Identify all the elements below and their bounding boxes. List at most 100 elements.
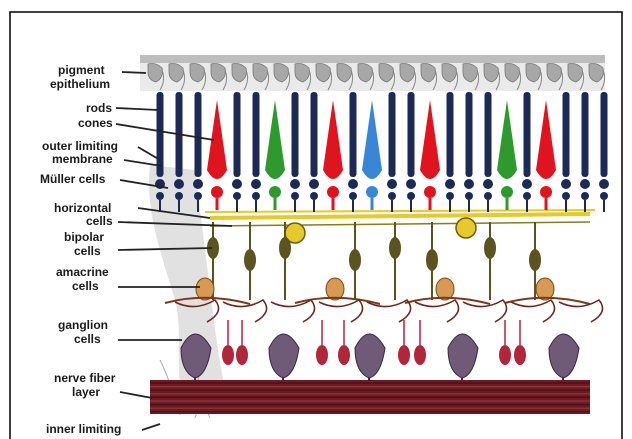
rod-nucleus xyxy=(580,179,590,189)
pigment-cell xyxy=(148,64,162,83)
rod-nucleus-lower xyxy=(252,192,260,200)
rod-outer-segment xyxy=(253,92,260,177)
small-ganglion-cell xyxy=(499,345,511,365)
rod-outer-segment xyxy=(447,92,454,177)
pigment-cell xyxy=(442,64,456,83)
pigment-cell xyxy=(295,64,309,83)
rod-nucleus-lower xyxy=(233,192,241,200)
pigment-cell xyxy=(358,64,372,83)
rod-nucleus xyxy=(464,179,474,189)
pigment-cell xyxy=(253,64,267,83)
rod-nucleus xyxy=(290,179,300,189)
bipolar-cell-body xyxy=(389,237,401,259)
rod-nucleus-lower xyxy=(484,192,492,200)
bipolar-cell-body xyxy=(349,249,361,271)
small-ganglion-cell xyxy=(316,345,328,365)
pigment-cell xyxy=(190,64,204,83)
rod-nucleus-lower xyxy=(349,192,357,200)
cone-nucleus xyxy=(366,186,378,198)
rod-outer-segment xyxy=(311,92,318,177)
pigment-cell xyxy=(169,64,183,83)
horizontal-cell-body xyxy=(456,218,476,238)
rod-nucleus xyxy=(309,179,319,189)
rod-outer-segment xyxy=(157,92,164,177)
leader-pigment-epithelium xyxy=(122,72,146,73)
rod-outer-segment xyxy=(466,92,473,177)
pigment-cell xyxy=(463,64,477,83)
rod-outer-segment xyxy=(292,92,299,177)
rod-outer-segment xyxy=(389,92,396,177)
small-ganglion-cell xyxy=(398,345,410,365)
rod-outer-segment xyxy=(485,92,492,177)
pigment-cell xyxy=(400,64,414,83)
rod-outer-segment xyxy=(524,92,531,177)
rod-nucleus-lower xyxy=(523,192,531,200)
pigment-cell xyxy=(316,64,330,83)
rod-nucleus-lower xyxy=(600,192,608,200)
cone-nucleus xyxy=(540,186,552,198)
rod-nucleus-lower xyxy=(465,192,473,200)
label-rods: rods xyxy=(86,101,112,115)
pigment-cell xyxy=(484,64,498,83)
rod-outer-segment xyxy=(195,92,202,177)
bipolar-cell-body xyxy=(484,237,496,259)
rod-nucleus-lower xyxy=(407,192,415,200)
rod-nucleus-lower xyxy=(310,192,318,200)
pigment-cell xyxy=(211,64,225,83)
pigment-cell xyxy=(505,64,519,83)
pigment-cell xyxy=(274,64,288,83)
rod-nucleus xyxy=(348,179,358,189)
pigment-cell xyxy=(526,64,540,83)
label-outer-limiting-membrane: outer limitingmembrane xyxy=(42,139,118,166)
rod-nucleus-lower xyxy=(291,192,299,200)
cone-nucleus xyxy=(424,186,436,198)
rod-nucleus xyxy=(406,179,416,189)
bipolar-cell-body xyxy=(529,249,541,271)
label-inner-limiting: inner limiting xyxy=(46,422,121,436)
small-ganglion-cell xyxy=(414,345,426,365)
rod-outer-segment xyxy=(563,92,570,177)
pigment-cell xyxy=(337,64,351,83)
amacrine-cell-body xyxy=(326,278,344,300)
rod-nucleus-lower xyxy=(156,192,164,200)
cone-nucleus xyxy=(211,186,223,198)
amacrine-cell-body xyxy=(536,278,554,300)
rod-outer-segment xyxy=(350,92,357,177)
rod-nucleus xyxy=(445,179,455,189)
rod-nucleus-lower xyxy=(581,192,589,200)
rod-nucleus-lower xyxy=(194,192,202,200)
pigment-cell xyxy=(568,64,582,83)
bipolar-cell-body xyxy=(426,249,438,271)
rod-nucleus xyxy=(387,179,397,189)
pigment-cell xyxy=(421,64,435,83)
rod-nucleus-lower xyxy=(388,192,396,200)
pigment-cell xyxy=(589,64,603,83)
rod-outer-segment xyxy=(408,92,415,177)
rod-nucleus xyxy=(483,179,493,189)
pigment-cell xyxy=(379,64,393,83)
label-cones: cones xyxy=(78,116,113,130)
small-ganglion-cell xyxy=(236,345,248,365)
cone-nucleus xyxy=(327,186,339,198)
rod-nucleus xyxy=(561,179,571,189)
small-ganglion-cell xyxy=(514,345,526,365)
amacrine-cell-body xyxy=(436,278,454,300)
label-muller-cells: Müller cells xyxy=(40,172,106,186)
small-ganglion-cell xyxy=(338,345,350,365)
rod-outer-segment xyxy=(234,92,241,177)
pigment-cell xyxy=(547,64,561,83)
rod-nucleus xyxy=(174,179,184,189)
rod-nucleus xyxy=(251,179,261,189)
amacrine-cell-body xyxy=(196,278,214,300)
cone-nucleus xyxy=(269,186,281,198)
rod-outer-segment xyxy=(601,92,608,177)
rod-nucleus-lower xyxy=(446,192,454,200)
rod-nucleus xyxy=(522,179,532,189)
rod-nucleus xyxy=(599,179,609,189)
rod-nucleus-lower xyxy=(175,192,183,200)
rod-nucleus xyxy=(232,179,242,189)
rod-nucleus xyxy=(193,179,203,189)
